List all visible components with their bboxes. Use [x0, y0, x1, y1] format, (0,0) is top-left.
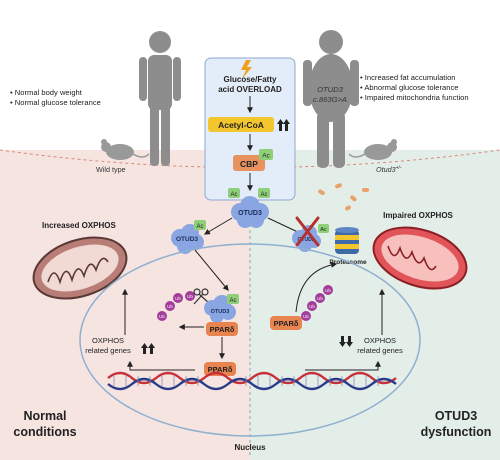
ac-tag-center-left-label: Ac — [230, 192, 237, 198]
arrow-transcription-left — [127, 360, 195, 371]
oxphos-left-line1: OXPHOS — [92, 336, 124, 345]
increased-oxphos-label: Increased OXPHOS — [42, 221, 116, 230]
ac-tag-nuclear-otud3 — [227, 294, 239, 304]
nucleus-boundary — [79, 243, 421, 437]
ppard-box-left — [206, 322, 238, 336]
lightning-icon — [241, 60, 252, 79]
otud3-nuclear-label: OTUD3 — [211, 309, 230, 315]
proteasome-label: Proteasome — [329, 259, 367, 266]
right-bullet-2: • Abnormal glucose tolerance — [360, 83, 459, 92]
downregulation-arrows-icon — [339, 336, 353, 347]
inhibition-cross-icon — [295, 216, 320, 247]
acetyl-coa-box — [208, 117, 274, 132]
otud3-left-blob — [171, 224, 204, 254]
oxphos-left-line2: related genes — [85, 346, 131, 355]
arrow-otud3-into-nucleus — [194, 249, 229, 291]
mutation-label-line2: c.863G>A — [313, 95, 347, 104]
upregulation-arrows-icon — [141, 343, 155, 354]
nucleus-label: Nucleus — [234, 443, 266, 452]
ac-tag-left-otud3 — [194, 220, 206, 230]
obese-human-silhouette — [303, 30, 359, 168]
proteasome-icon — [335, 227, 359, 254]
normal-human-silhouette — [139, 31, 181, 166]
ub-label-right-3: Ub — [317, 296, 323, 301]
ub-label-left-1: Ub — [159, 314, 165, 319]
oxphos-right-line1: OXPHOS — [364, 336, 396, 345]
right-bullet-3: • Impaired mitochondria function — [360, 93, 469, 102]
dysfunction-panel-bg — [250, 150, 500, 460]
otud3-right-label: OTUD3 — [298, 237, 315, 243]
ub-label-left-4: Ub — [187, 294, 193, 299]
left-bullet-1: • Normal body weight — [10, 88, 83, 97]
otud3-dysfunction-line1: OTUD3 — [435, 409, 477, 423]
ac-tag-left-otud3-label: Ac — [196, 224, 203, 230]
ub-chain-left — [157, 291, 195, 321]
ub-label-left-2: Ub — [167, 304, 173, 309]
otud3-left-label: OTUD3 — [176, 236, 198, 243]
otud3-nuclear-blob — [204, 295, 236, 323]
impaired-oxphos-label: Impaired OXPHOS — [383, 211, 453, 220]
degraded-fragments-icon — [318, 183, 369, 211]
increase-arrows-icon — [277, 119, 290, 131]
ac-tag-center-right-label: Ac — [260, 192, 267, 198]
ub-label-right-2: Ub — [309, 304, 315, 309]
right-bullet-1: • Increased fat accumulation — [360, 73, 456, 82]
left-bullet-2: • Normal glucose tolerance — [10, 98, 101, 107]
dna-helix — [107, 371, 397, 391]
wild-type-label: Wild type — [96, 165, 126, 174]
otud3-center-label: OTUD3 — [238, 210, 262, 217]
oxphos-right-line2: related genes — [357, 346, 403, 355]
ac-tag-cbp — [259, 149, 273, 160]
impaired-mitochondrion-icon — [372, 226, 468, 290]
overload-title-2: acid OVERLOAD — [218, 85, 282, 94]
ub-label-left-3: Ub — [175, 296, 181, 301]
normal-conditions-line2: conditions — [13, 425, 76, 439]
healthy-mitochondrion-icon — [32, 236, 128, 300]
mutation-label-line1: OTUD3 — [317, 85, 344, 94]
ub-chain-right — [301, 285, 333, 321]
ac-tag-nuclear-otud3-label: Ac — [229, 298, 236, 304]
ub-label-right-4: Ub — [325, 288, 331, 293]
acetyl-coa-label: Acetyl-CoA — [218, 120, 264, 130]
ub-label-right-1: Ub — [303, 314, 309, 319]
ppard-box-right — [270, 316, 302, 330]
ac-tag-center-left — [228, 188, 240, 198]
ac-tag-right-otud3 — [318, 224, 329, 233]
otud3-mouse-icon — [348, 139, 397, 160]
overload-title-1: Glucose/Fatty — [224, 75, 277, 84]
ac-tag-cbp-label: Ac — [262, 153, 270, 160]
arrow-ppard-to-proteasome — [295, 261, 338, 313]
cbp-label: CBP — [240, 159, 258, 169]
wild-type-mouse-icon — [101, 139, 150, 160]
ppard-label-left: PPARδ — [210, 325, 235, 334]
otud3-center-blob — [231, 196, 269, 228]
panel-top-divider — [0, 149, 500, 168]
normal-conditions-line1: Normal — [23, 409, 66, 423]
cbp-box — [233, 155, 265, 171]
ac-tag-right-otud3-label: Ac — [320, 227, 327, 233]
otud3-mouse-label: Otud3+/- — [376, 165, 402, 174]
ppard-label-right: PPARδ — [274, 319, 299, 328]
arrow-to-left-otud3 — [203, 217, 233, 235]
ppard-label-dna-left: PPARδ — [208, 365, 233, 374]
arrow-transcription-right — [305, 360, 381, 371]
ac-tag-center-right — [258, 188, 270, 198]
otud3-dysfunction-line2: dysfunction — [421, 425, 492, 439]
